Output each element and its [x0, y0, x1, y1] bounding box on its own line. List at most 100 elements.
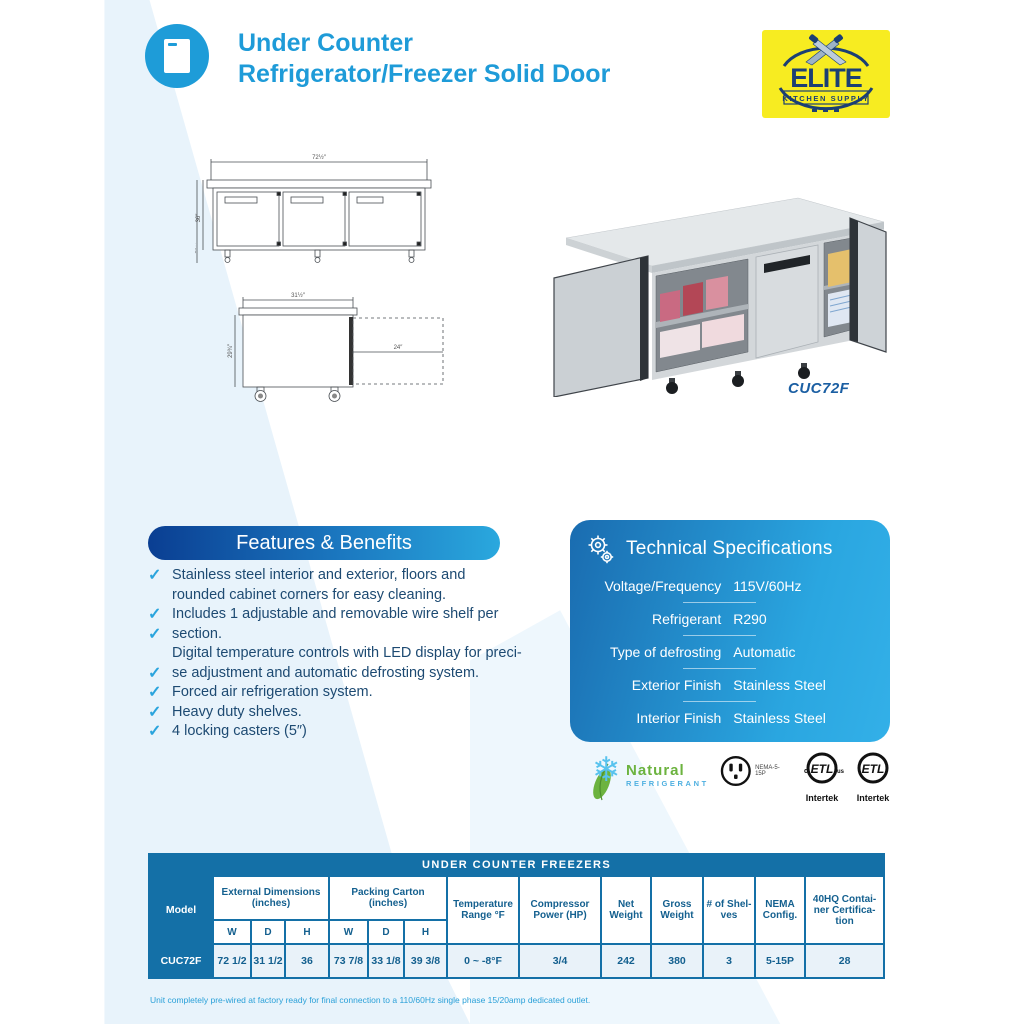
spec-label: Interior Finish: [636, 710, 722, 726]
svg-text:us: us: [837, 769, 844, 775]
col-group-packing: Packing Carton (inches): [330, 877, 446, 919]
snowflake-icon: ❄: [592, 751, 621, 789]
under-counter-freezers-table: UNDER COUNTER FREEZERS Model External Di…: [148, 853, 886, 979]
spec-row: Interior Finish Stainless Steel: [584, 706, 876, 730]
sub-header-w: W: [330, 921, 367, 943]
sub-header-d: D: [369, 921, 403, 943]
cell-nema: 5-15P: [756, 945, 804, 977]
col-group-external: External Dimensions (inches): [214, 877, 328, 919]
spec-label: Voltage/Frequency: [604, 578, 722, 594]
check-icon: ✓: [148, 606, 162, 623]
spec-divider: [683, 602, 757, 603]
spec-value: Automatic: [733, 644, 796, 660]
svg-text:c: c: [804, 768, 808, 775]
cell-pack-w: 73 7/8: [330, 945, 367, 977]
gear-icon: [588, 535, 614, 564]
table-group-header-row: Model External Dimensions (inches) Packi…: [150, 877, 884, 943]
sub-header-d: D: [252, 921, 284, 943]
features-heading-text: Features & Benefits: [236, 531, 412, 554]
dimension-drawings: 72½″ 36″ 29¾″ 31½″ 24″ 29¾″: [195, 154, 444, 402]
feature-text: rounded cabinet corners for easy cleanin…: [172, 586, 447, 603]
col-header-nema: NEMA Config.: [756, 877, 804, 943]
feature-line: ✓ Forced air refrigeration system.: [148, 683, 560, 703]
front-inner-height-label: 29¾″: [195, 241, 198, 254]
spec-title-row: Technical Specifications: [584, 532, 876, 566]
cell-model: CUC72F: [150, 945, 212, 977]
spec-divider: [683, 701, 757, 702]
feature-line: ✓se adjustment and automatic defrosting …: [148, 664, 560, 684]
fridge-glyph: [164, 39, 190, 73]
table-sub-header-row: W D H W D H: [150, 921, 883, 943]
natural-label: Natural: [626, 762, 685, 779]
table-data-row: CUC72F 72 1/2 31 1/2 36 73 7/8 33 1/8 39…: [150, 945, 884, 977]
sub-header-h: H: [405, 921, 446, 943]
spec-label: Exterior Finish: [631, 677, 722, 693]
cell-pack-h: 39 3/8: [405, 945, 446, 977]
natural-refrigerant-text: Natural REFRIGERANT: [626, 762, 709, 788]
refrigerator-icon: [145, 24, 209, 88]
feature-text: Includes 1 adjustable and removable wire…: [172, 606, 499, 622]
title-line-1: Under Counter: [238, 29, 413, 57]
spec-label: Refrigerant: [651, 611, 722, 627]
footer-note: Unit completely pre-wired at factory rea…: [150, 995, 591, 1005]
logo-brand-text: ELITE: [790, 63, 862, 93]
col-header-40hq: 40HQ Contai-ner Certifica-tion: [806, 877, 884, 943]
table-title-row: UNDER COUNTER FREEZERS: [150, 855, 884, 875]
spec-divider: [683, 668, 757, 669]
feature-text: Heavy duty shelves.: [172, 703, 302, 720]
col-header-shelves: # of Shel-ves: [704, 877, 754, 943]
title-line-2: Refrigerator/Freezer Solid Door: [238, 60, 611, 88]
etl-mark-us-canada: ETL c us Intertek: [800, 750, 845, 803]
door-swing-label: 24″: [394, 345, 404, 351]
feature-line: Digital temperature controls with LED di…: [148, 644, 560, 664]
elite-kitchen-supply-logo: ELITE KITCHEN SUPPLY: [762, 30, 890, 118]
col-header-net-weight: Net Weight: [602, 877, 650, 943]
model-caption: CUC72F: [788, 380, 850, 397]
feature-text: se adjustment and automatic defrosting s…: [172, 664, 480, 681]
check-icon: ✓: [148, 723, 162, 740]
fridge-handle: [168, 43, 177, 46]
feature-text: 4 locking casters (5″): [172, 723, 307, 739]
check-icon: ✓: [148, 684, 162, 701]
svg-text:ETL: ETL: [811, 762, 834, 776]
feature-line: ✓Heavy duty shelves.: [148, 703, 560, 723]
feature-text: Forced air refrigeration system.: [172, 684, 373, 700]
cell-ext-h: 36: [286, 945, 328, 977]
nema-plug-icon: [720, 755, 751, 787]
spec-value: 115V/60Hz: [733, 578, 802, 594]
features-list: ✓Stainless steel interior and exterior, …: [148, 566, 560, 742]
front-height-label: 36″: [196, 213, 202, 223]
spec-value: Stainless Steel: [733, 710, 826, 726]
cell-ext-d: 31 1/2: [252, 945, 284, 977]
sub-header-w: W: [214, 921, 250, 943]
sub-header-h: H: [286, 921, 328, 943]
technical-specifications-panel: Technical Specifications Voltage/Frequen…: [570, 520, 890, 742]
cell-gross-weight: 380: [652, 945, 702, 977]
cell-temp: 0 ~ -8°F: [448, 945, 518, 977]
feature-line: rounded cabinet corners for easy cleanin…: [148, 586, 560, 606]
nema-plug: NEMA-5-15P: [719, 754, 791, 788]
feature-line: ✓Stainless steel interior and exterior, …: [148, 566, 560, 586]
etl-icon: ETL: [857, 752, 889, 784]
table-title: UNDER COUNTER FREEZERS: [150, 855, 884, 875]
spec-label: Type of defrosting: [609, 644, 722, 660]
feature-text: Digital temperature controls with LED di…: [172, 645, 522, 661]
col-header-gross-weight: Gross Weight: [652, 877, 702, 943]
spec-value: Stainless Steel: [733, 677, 826, 693]
nema-plug-label: NEMA-5-15P: [755, 765, 780, 777]
front-width-label: 72½″: [312, 154, 327, 161]
col-header-compressor: Compressor Power (HP): [520, 877, 600, 943]
svg-text:ETL: ETL: [862, 762, 885, 776]
cell-pack-d: 33 1/8: [369, 945, 403, 977]
logo-subtitle-text: KITCHEN SUPPLY: [782, 94, 869, 103]
side-depth-label: 31½″: [291, 292, 306, 299]
spec-divider: [683, 635, 757, 636]
cell-compressor: 3/4: [520, 945, 600, 977]
check-icon: ✓: [148, 567, 162, 584]
spec-row: Exterior Finish Stainless Steel: [584, 673, 876, 697]
cell-40hq: 28: [806, 945, 884, 977]
feature-line: ✓ Includes 1 adjustable and removable wir…: [148, 605, 560, 625]
